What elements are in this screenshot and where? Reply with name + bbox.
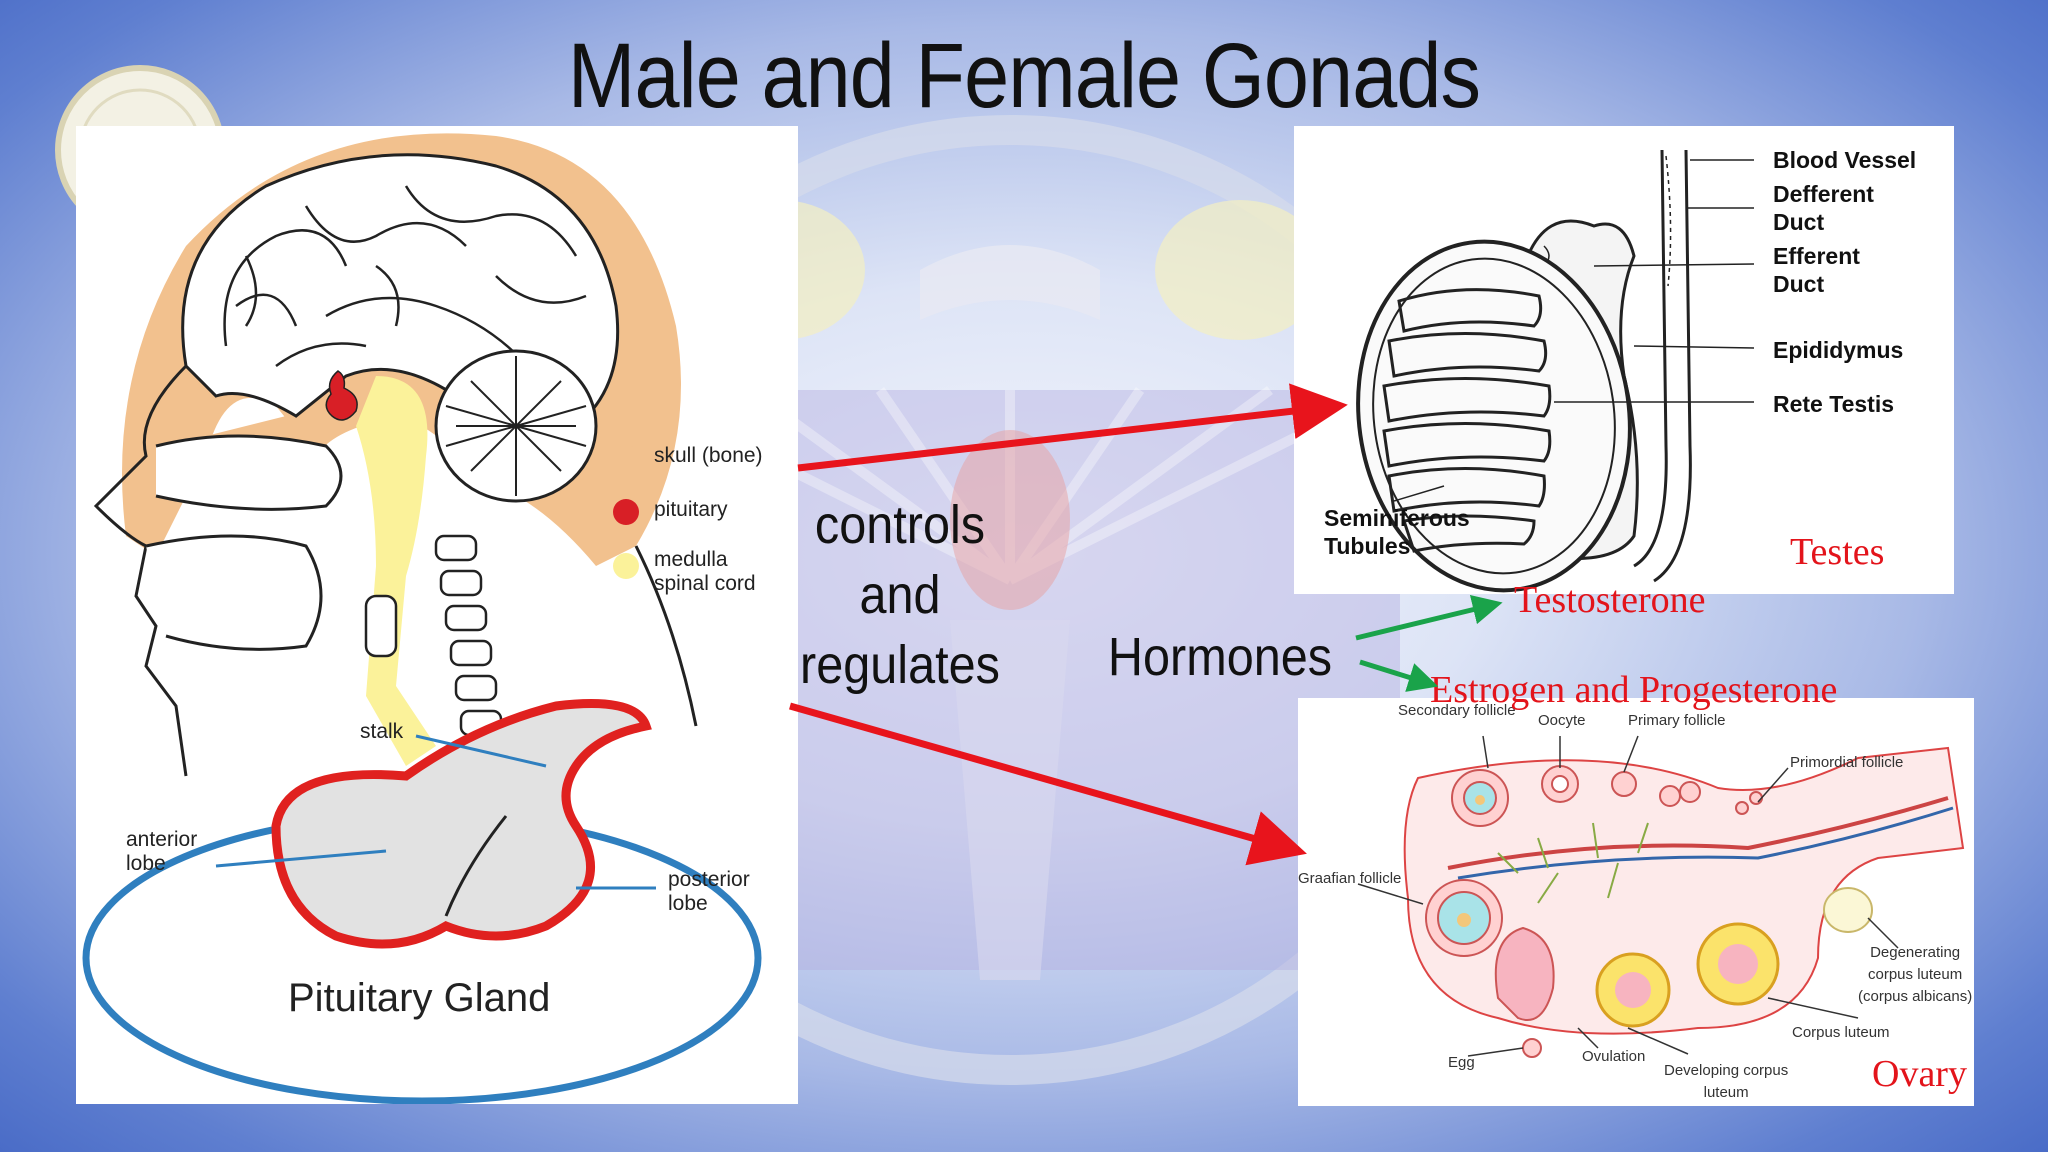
egg-label: Egg [1448, 1054, 1475, 1071]
estrogen-progesterone-label: Estrogen and Progesterone [1430, 669, 1838, 711]
anterior-lobe-label: anterior lobe [126, 828, 198, 875]
defferent-duct-label: Defferent Duct [1773, 181, 1874, 235]
pituitary-gland-title: Pituitary Gland [288, 976, 551, 1020]
ovary-diagram-panel: Secondary follicle Oocyte Primary follic… [1298, 698, 1974, 1106]
oocyte-label: Oocyte [1538, 712, 1586, 729]
rete-testis-label: Rete Testis [1773, 391, 1895, 417]
primary-follicle-label: Primary follicle [1628, 712, 1726, 729]
slide-title: Male and Female Gonads [567, 25, 1481, 127]
medulla-legend-swatch [613, 553, 639, 579]
efferent-duct-label: Efferent Duct [1773, 243, 1860, 297]
ovulation-label: Ovulation [1582, 1048, 1646, 1065]
degenerating-corpus-label: Degenerating corpus luteum (corpus albic… [1858, 944, 1973, 1005]
regulates-word: regulates [800, 635, 1000, 695]
seminiferous-tubules-label: Seminiferous Tubules [1324, 505, 1470, 559]
controls-regulates-text: controls and regulates [792, 490, 1008, 700]
controls-word: controls [814, 495, 986, 555]
ovary-caption: Ovary [1872, 1053, 1967, 1095]
skull-legend-label: skull (bone) [654, 444, 763, 467]
testes-caption: Testes [1790, 531, 1885, 573]
medulla-legend-label: medulla spinal cord [654, 548, 756, 595]
and-word: and [859, 565, 941, 625]
primordial-follicle-label: Primordial follicle [1790, 754, 1904, 771]
pituitary-legend-swatch [613, 499, 639, 525]
blood-vessel-label: Blood Vessel [1773, 147, 1917, 173]
posterior-lobe-label: posterior lobe [668, 868, 750, 915]
developing-corpus-label: Developing corpus luteum [1664, 1062, 1789, 1101]
hormones-label: Hormones [1107, 627, 1333, 687]
head-diagram-panel: skull (bone) pituitary medulla spinal co… [76, 126, 798, 1105]
pituitary-gland-shape [271, 699, 652, 949]
skull-legend-swatch [613, 445, 639, 471]
corpus-luteum-label: Corpus luteum [1792, 1024, 1890, 1041]
stalk-label: stalk [360, 720, 404, 743]
testes-diagram-svg [1356, 149, 1755, 593]
pituitary-legend-label: pituitary [654, 498, 728, 521]
secondary-follicle-label: Secondary follicle [1398, 702, 1516, 719]
testosterone-label: Testosterone [1514, 579, 1706, 621]
testes-diagram-panel: Blood Vessel Defferent Duct Efferent Duc… [1294, 126, 1954, 594]
ovary-diagram-svg [1357, 735, 1965, 1058]
epididymus-label: Epididymus [1773, 337, 1904, 363]
graafian-follicle-label: Graafian follicle [1298, 870, 1402, 887]
head-diagram-svg [82, 133, 762, 1105]
